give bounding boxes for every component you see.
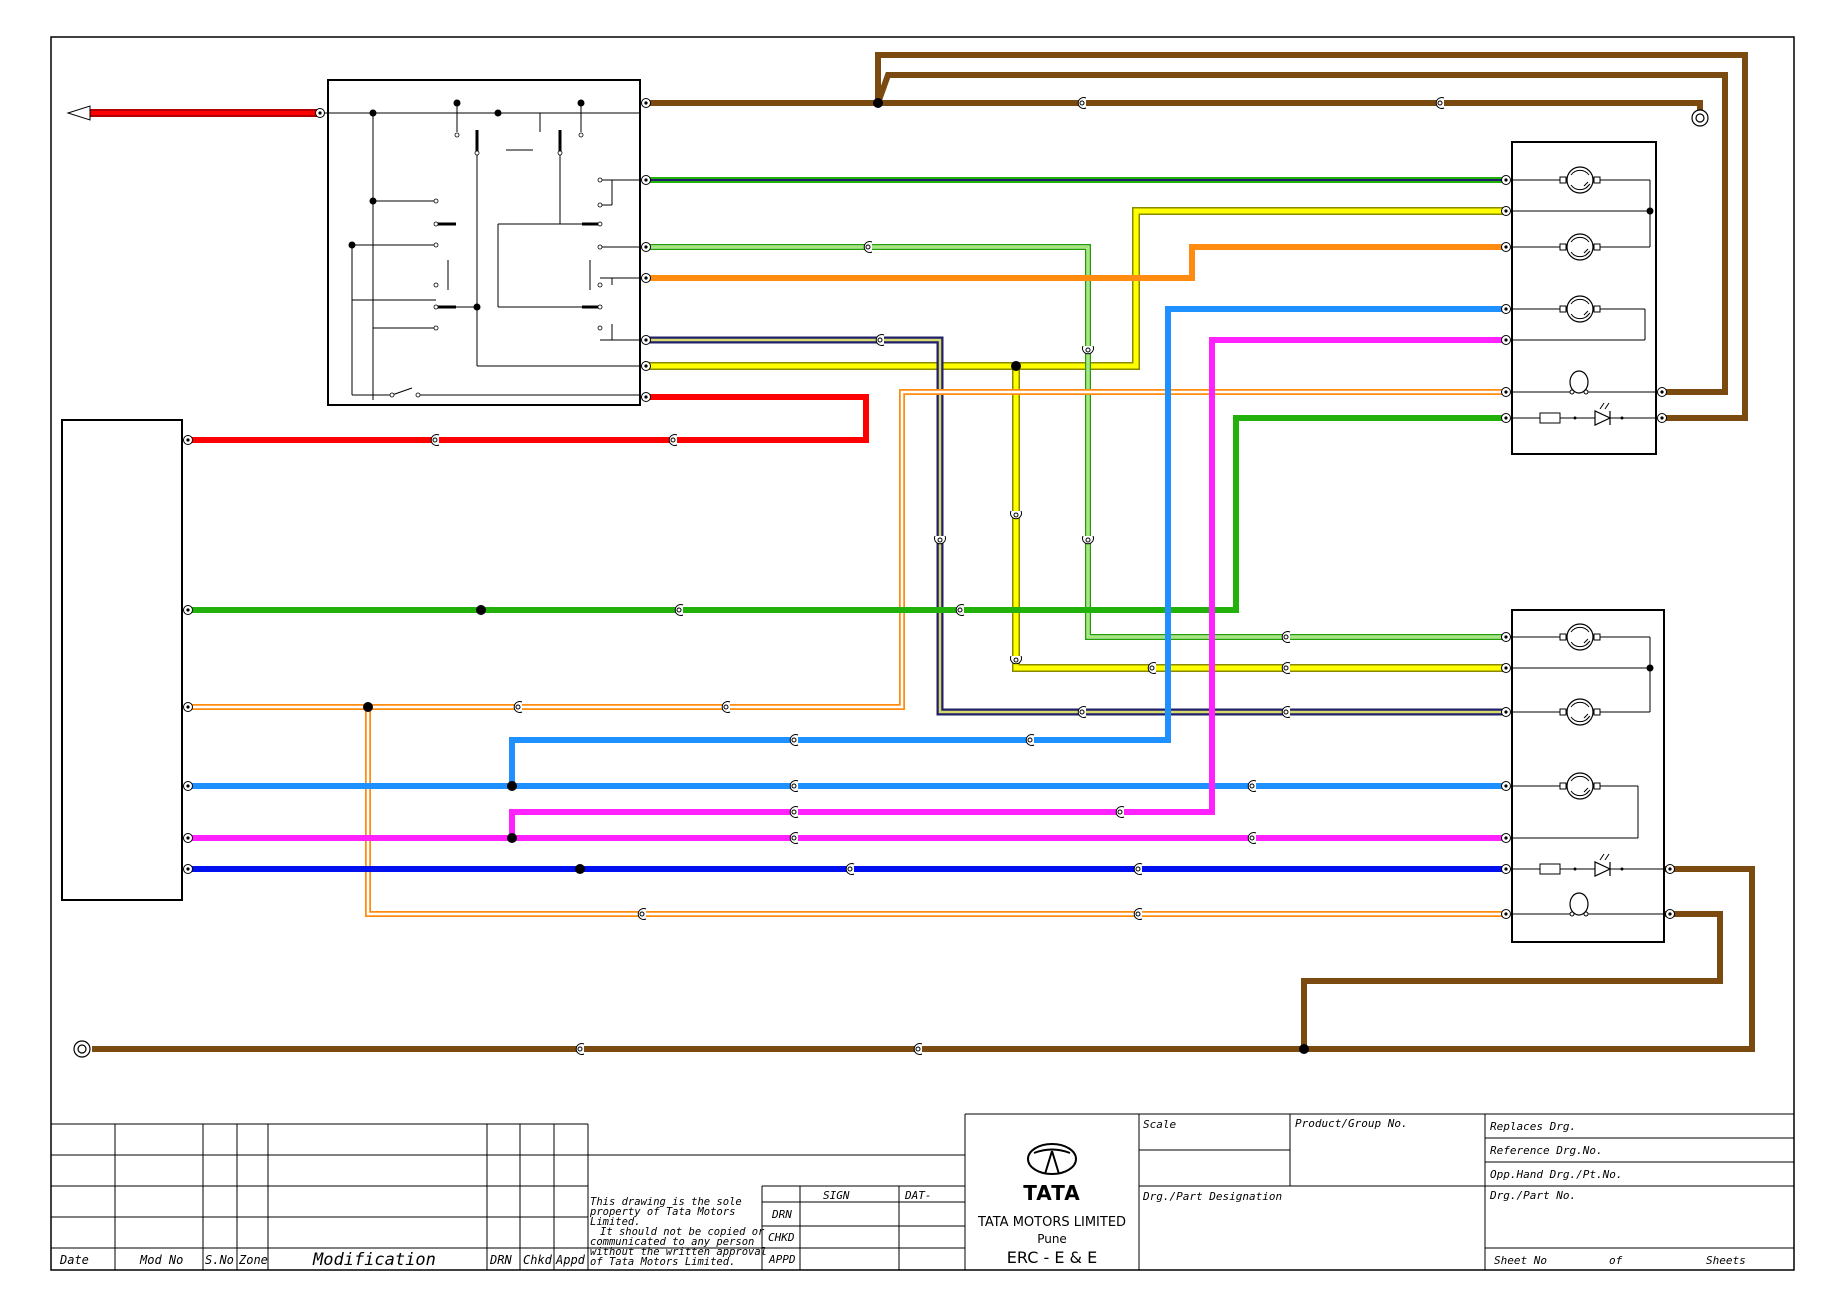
svg-text:Scale: Scale (1143, 1118, 1176, 1131)
svg-text:DAT-: DAT- (904, 1189, 932, 1202)
navy-yellow-wire (646, 336, 1506, 716)
magenta-wire (190, 337, 1506, 841)
svg-text:S.No: S.No (205, 1253, 234, 1267)
revision-headers: Date Mod No S.No Zone Modification DRN C… (59, 1250, 586, 1270)
svg-text:without the written approval: without the written approval (590, 1246, 767, 1258)
company-location: Pune (1037, 1232, 1067, 1246)
company-name: TATA MOTORS LIMITED (977, 1215, 1126, 1230)
svg-text:DRN: DRN (771, 1208, 792, 1221)
svg-text:Zone: Zone (238, 1253, 268, 1267)
svg-text:Limited.: Limited. (590, 1216, 641, 1228)
green-wire (190, 415, 1506, 613)
yellow-wire (646, 207, 1506, 672)
svg-text:communicated to any person: communicated to any person (590, 1236, 754, 1248)
rear-lamp-module-upper (1501, 141, 1667, 455)
svg-text:of Tata Motors Limited.: of Tata Motors Limited. (590, 1256, 735, 1268)
ground-terminal-icon (73, 1040, 91, 1058)
svg-text:Drg./Part Designation: Drg./Part Designation (1142, 1190, 1282, 1203)
lamp-icon (1569, 892, 1589, 917)
svg-text:Mod No: Mod No (139, 1253, 183, 1267)
tata-logo: TATA (1023, 1143, 1081, 1205)
svg-text:SIGN: SIGN (823, 1189, 850, 1202)
svg-text:Reference Drg.No.: Reference Drg.No. (1490, 1144, 1603, 1157)
svg-text:It should not be copied or: It should not be copied or (600, 1226, 765, 1238)
svg-text:Opp.Hand Drg./Pt.No.: Opp.Hand Drg./Pt.No. (1490, 1168, 1622, 1181)
svg-text:Product/Group No.: Product/Group No. (1295, 1117, 1408, 1130)
svg-text:Sheet No: Sheet No (1494, 1254, 1547, 1267)
junction-dots (363, 98, 1309, 1054)
ground-terminal-icon (1691, 109, 1709, 127)
svg-text:TATA: TATA (1023, 1181, 1081, 1205)
arrow-icon (66, 105, 91, 121)
red-wire (190, 394, 869, 443)
control-unit (61, 419, 193, 901)
title-block (51, 1113, 1794, 1270)
drawing-border (50, 36, 1795, 1271)
svg-text:Date: Date (59, 1253, 89, 1267)
svg-text:property of Tata Motors: property of Tata Motors (589, 1206, 735, 1218)
department: ERC - E & E (1007, 1248, 1097, 1267)
orange-wire (646, 244, 1506, 281)
svg-text:Chkd: Chkd (523, 1253, 553, 1267)
switch-module (315, 79, 651, 406)
svg-text:Replaces Drg.: Replaces Drg. (1490, 1120, 1576, 1133)
brown-ground-wire-bottom (92, 866, 1755, 1052)
rear-lamp-module-lower (1501, 609, 1675, 943)
orange-striped-wire (190, 389, 1506, 917)
approval-table: SIGN DAT- DRN CHKD APPD (768, 1189, 932, 1266)
svg-text:Sheets: Sheets (1706, 1254, 1746, 1267)
red-supply-wire (66, 105, 320, 121)
svg-text:APPD: APPD (768, 1253, 796, 1266)
copyright-notice: This drawing is the sole property of Tat… (589, 1196, 767, 1268)
svg-text:of: of (1609, 1254, 1623, 1267)
svg-text:Appd: Appd (555, 1253, 586, 1267)
svg-text:Drg./Part No.: Drg./Part No. (1489, 1189, 1576, 1202)
blue-wire (190, 306, 1506, 789)
lamp-icon (1569, 370, 1589, 395)
svg-text:CHKD: CHKD (768, 1231, 795, 1244)
svg-text:This drawing is the sole: This drawing is the sole (590, 1196, 742, 1208)
drawing-info-labels: Scale Product/Group No. Drg./Part Design… (1142, 1117, 1746, 1267)
svg-text:Modification: Modification (312, 1250, 436, 1270)
svg-text:DRN: DRN (489, 1253, 512, 1267)
